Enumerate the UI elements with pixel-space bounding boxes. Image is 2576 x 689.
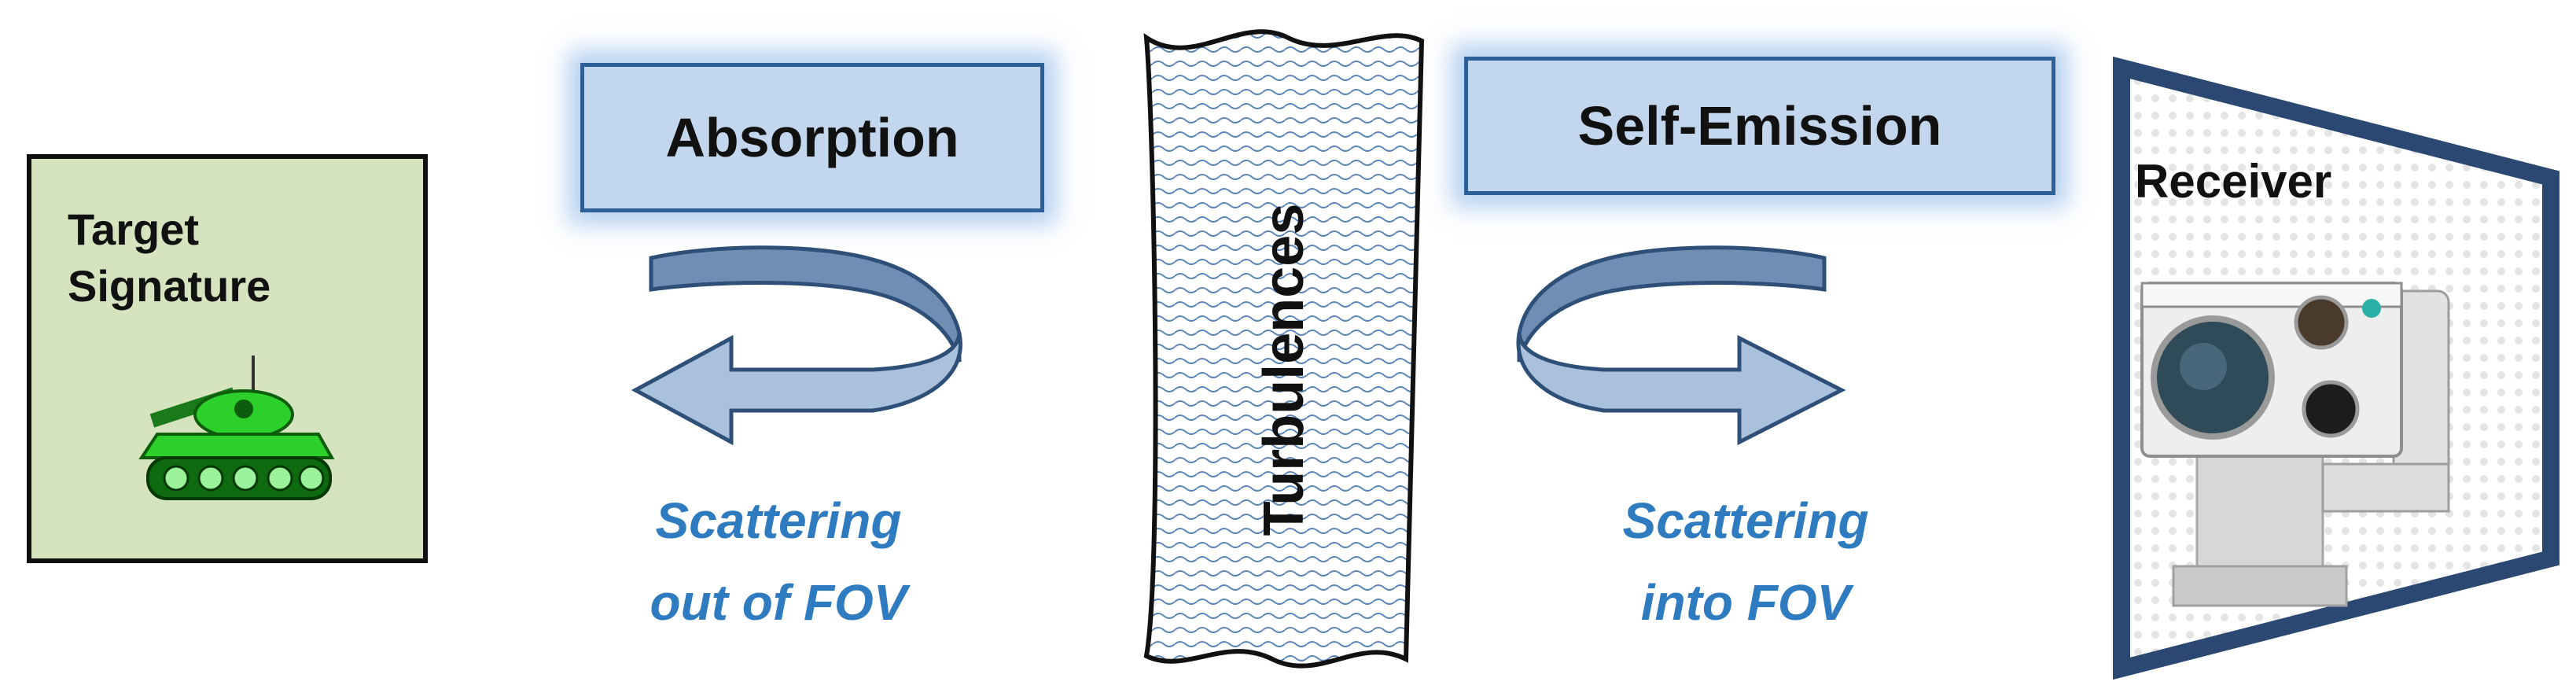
- receiver-label: Receiver: [2135, 155, 2332, 208]
- scatter-out-line1: Scattering: [655, 492, 902, 549]
- scatter-in-label: Scattering into FOV: [1561, 480, 1930, 643]
- target-title-line1: Target: [68, 204, 199, 254]
- thermal-camera-icon: [2140, 282, 2450, 607]
- absorption-box: Absorption: [580, 63, 1044, 212]
- self-emission-box: Self-Emission: [1464, 57, 2055, 195]
- target-signature-title: Target Signature: [68, 201, 270, 315]
- scatter-out-line2: out of FOV: [650, 574, 907, 631]
- self-emission-label: Self-Emission: [1577, 95, 1942, 157]
- absorption-label: Absorption: [665, 107, 959, 168]
- scatter-in-line1: Scattering: [1622, 492, 1869, 549]
- scatter-out-label: Scattering out of FOV: [598, 480, 959, 643]
- turbulence-band: [1143, 29, 1425, 669]
- scatter-in-line2: into FOV: [1640, 574, 1851, 631]
- target-signature-box: Target Signature: [27, 154, 428, 563]
- tank-icon: [138, 356, 335, 500]
- scatter-out-arrow-icon: [631, 245, 962, 446]
- scatter-in-arrow-icon: [1516, 245, 1846, 446]
- receiver-frame: [2113, 56, 2559, 680]
- target-title-line2: Signature: [68, 261, 271, 311]
- turbulences-label: Turbulences: [1253, 203, 1316, 536]
